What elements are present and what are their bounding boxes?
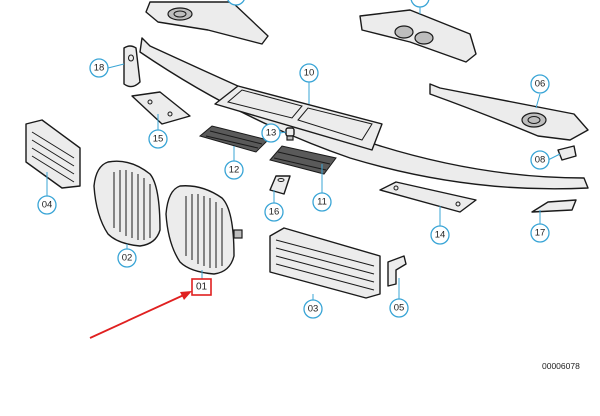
part-16-bracket (269, 175, 291, 195)
callout-17: 17 (530, 223, 550, 243)
part-02-kidney-grille (93, 160, 161, 247)
reference-number: 00006078 (542, 361, 580, 371)
callout-15-label: 15 (153, 134, 164, 145)
callout-partial-top-right (410, 0, 430, 8)
part-03-lower-grille (269, 227, 381, 299)
part-13-clip (285, 127, 295, 141)
top-left-bracket (145, 1, 269, 45)
callout-03-label: 03 (308, 304, 319, 315)
callout-12-label: 12 (229, 165, 240, 176)
callout-04: 04 (37, 195, 57, 215)
callout-02-label: 02 (122, 253, 133, 264)
callout-10: 10 (299, 63, 319, 83)
top-right-bracket (359, 9, 477, 63)
callout-03: 03 (303, 299, 323, 319)
part-05-bracket (387, 255, 407, 287)
part-08-clip (557, 145, 577, 161)
callout-02: 02 (117, 248, 137, 268)
callout-14: 14 (430, 225, 450, 245)
callout-10-label: 10 (304, 68, 315, 79)
callout-05: 05 (389, 298, 409, 318)
callout-17-label: 17 (535, 228, 546, 239)
callout-16-label: 16 (269, 207, 280, 218)
callout-05-label: 05 (394, 303, 405, 314)
callout-12: 12 (224, 160, 244, 180)
callout-08: 08 (530, 150, 550, 170)
part-01-kidney-grille (165, 185, 243, 275)
callout-06: 06 (530, 74, 550, 94)
highlight-callout-01: 01 (191, 278, 212, 296)
callout-11: 11 (312, 192, 332, 212)
part-18-clip (123, 45, 141, 88)
part-17-plate (531, 199, 577, 213)
callout-15: 15 (148, 129, 168, 149)
callout-13-label: 13 (266, 128, 277, 139)
callout-partial-top-left (227, 0, 245, 6)
callout-08-label: 08 (535, 155, 546, 166)
callout-11-label: 11 (317, 197, 327, 208)
part-06-bracket (429, 83, 589, 141)
callout-18: 18 (89, 58, 109, 78)
callout-13: 13 (261, 123, 281, 143)
part-15-plate (131, 91, 191, 125)
callout-06-label: 06 (535, 79, 546, 90)
callout-18-label: 18 (94, 63, 105, 74)
part-04-side-grille (25, 119, 81, 189)
part-11-mesh (269, 145, 337, 175)
part-14-plate (379, 181, 477, 213)
callout-04-label: 04 (42, 200, 53, 211)
callout-14-label: 14 (435, 230, 446, 241)
callout-16: 16 (264, 202, 284, 222)
highlight-callout-01-label: 01 (196, 282, 208, 293)
highlight-arrow (89, 291, 192, 339)
